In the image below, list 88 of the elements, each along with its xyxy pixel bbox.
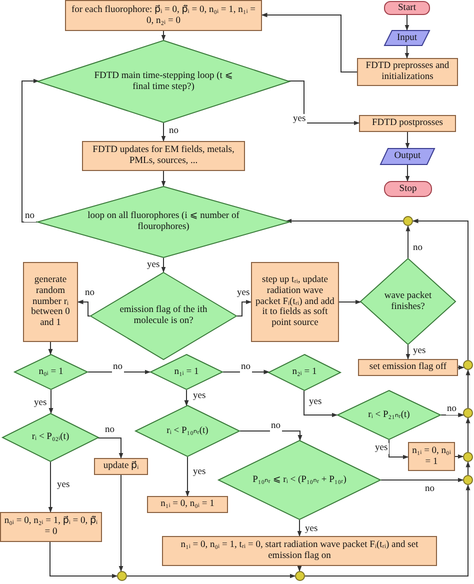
edge-label: yes	[33, 398, 48, 409]
junction-circle	[295, 571, 305, 581]
arrow	[261, 12, 358, 72]
process-box: FDTD updates for EM fields, metals, PMLs, sources, ...	[82, 141, 245, 171]
junction-circle	[463, 475, 473, 485]
process-box: step up tᵣᵢ, update radiation wave packet Fᵢ(tᵣᵢ) and add it to fields as soft point source	[251, 262, 339, 342]
decision-diamond: loop on all fluorophores (i ⩽ number of flourophores)	[37, 186, 290, 258]
process-box: n₁ᵢ = 0, n₀ᵢ = 1	[147, 496, 228, 513]
arrow	[458, 365, 464, 370]
edge-label: yes	[146, 260, 161, 271]
arrow	[288, 80, 360, 126]
arrow	[466, 417, 470, 452]
arrow	[304, 390, 338, 418]
arrow	[404, 14, 410, 31]
decision-diamond: n₂ᵢ = 1	[268, 354, 341, 391]
arrow	[388, 440, 409, 460]
edge-label: yes	[56, 480, 71, 491]
arrow	[297, 520, 302, 537]
input-output-parallelogram: Input	[384, 30, 430, 46]
arrow	[286, 218, 404, 224]
process-box: FDTD preprosses and initializations	[357, 58, 458, 86]
process-box: update p⃗ᵢ	[94, 458, 148, 475]
edge-label: no	[240, 362, 252, 373]
decision-diamond: n₁ᵢ = 1	[150, 354, 223, 390]
arrow	[48, 342, 53, 355]
arrow	[118, 474, 124, 572]
arrow	[48, 390, 54, 414]
process-box: for each fluorophore: p⃗ᵢ = 0, ṗ⃗ᵢ = 0, n₀ᵢ = 1, n₁ᵢ = 0, n₂ᵢ = 0	[65, 0, 262, 31]
arrow	[236, 300, 252, 316]
arrow	[412, 218, 468, 360]
arrow	[297, 566, 302, 572]
arrow	[454, 454, 464, 459]
arrow	[380, 478, 464, 482]
arrow	[466, 369, 470, 408]
edge-label: yes	[192, 467, 207, 478]
arrow	[466, 461, 470, 476]
arrow	[405, 164, 410, 182]
arrow	[22, 78, 40, 222]
process-box: generate random number rᵢ between 0 and 1	[23, 262, 78, 342]
decision-diamond: rᵢ < P₁₀ₙᵣ(t)	[135, 405, 240, 457]
junction-circle	[463, 408, 473, 418]
terminal-shape: Stop	[384, 181, 432, 197]
process-box: n₁ᵢ = 0, n₀ᵢ = 1, tᵣᵢ = 0, start radiation wave packet Fᵢ(tᵣᵢ) and set emission flag on	[162, 536, 437, 566]
arrow	[161, 258, 166, 273]
arrow	[405, 132, 410, 149]
arrow	[161, 30, 166, 41]
process-box: FDTD postprosses	[359, 115, 456, 132]
arrow	[77, 300, 90, 316]
process-box: n₁ᵢ = 0, n₀ᵢ = 1	[408, 442, 455, 471]
decision-diamond: FDTD main time-stepping loop (t ⩽ final time step?)	[37, 40, 290, 123]
decision-diamond: wave packet finishes?	[360, 258, 456, 345]
edge-label: yes	[304, 524, 319, 535]
arrow	[406, 225, 410, 258]
junction-circle	[403, 216, 413, 226]
arrow	[185, 456, 190, 497]
arrow	[161, 122, 166, 142]
edge-label: yes	[412, 346, 427, 357]
arrow	[304, 484, 470, 576]
arrow	[50, 542, 118, 578]
edge-label: no	[112, 362, 124, 373]
arrow	[48, 462, 53, 513]
junction-circle	[463, 452, 473, 462]
arrow	[126, 574, 296, 578]
decision-diamond: rᵢ < P₀₂ᵢ(t)	[2, 413, 99, 462]
input-output-parallelogram: Output	[380, 148, 435, 165]
arrow	[240, 430, 302, 441]
process-box: set emission flag off	[358, 359, 458, 376]
arrow	[404, 46, 410, 59]
junction-circle	[117, 571, 127, 581]
arrow	[440, 412, 464, 418]
edge-label: yes	[374, 443, 389, 454]
edge-label: yes	[308, 397, 323, 408]
decision-diamond: n₀ᵢ = 1	[14, 354, 88, 390]
arrow	[406, 344, 410, 360]
arrow	[161, 170, 166, 187]
edge-label: yes	[292, 114, 307, 125]
arrow	[184, 390, 189, 406]
edge-label: yes	[236, 288, 251, 299]
junction-circle	[463, 360, 473, 370]
terminal-shape: Start	[384, 1, 430, 15]
edge-label: yes	[192, 391, 207, 402]
process-box: n₀ᵢ = 0, n₂ᵢ = 1, p⃗ᵢ = 0, ṗ⃗ᵢ = 0	[0, 512, 102, 542]
arrow	[338, 300, 362, 304]
arrow	[98, 438, 124, 459]
edge-label: no	[270, 421, 282, 432]
arrow	[222, 370, 270, 374]
arrow	[88, 370, 151, 374]
decision-diamond: rᵢ < P₂₁ₙᵣ(t)	[337, 390, 441, 440]
